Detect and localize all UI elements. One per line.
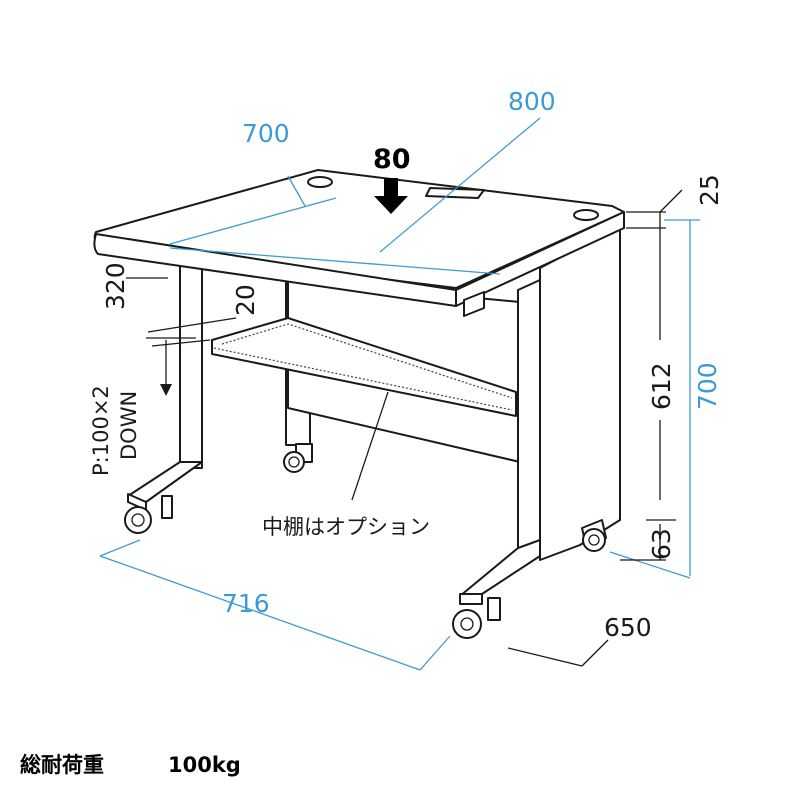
shelf-pitch-line2: DOWN — [117, 391, 141, 460]
desk-illustration — [93, 169, 625, 639]
front-left-caster — [124, 495, 173, 534]
shelf-down-arrow — [160, 384, 172, 396]
dimension-labels: 700 800 716 700 25 612 63 650 320 20 — [101, 87, 724, 642]
dim-total-height: 700 — [693, 362, 722, 410]
dim-shelf-drop: 320 — [101, 262, 130, 310]
front-right-caster — [452, 597, 501, 639]
black-dimension-lines — [126, 189, 683, 667]
shelf-option-note: 中棚はオプション — [262, 515, 430, 539]
dim-shelf-thickness: 20 — [231, 284, 260, 316]
dim-base-depth: 650 — [604, 613, 652, 642]
load-spec-label: 総耐荷重 — [20, 753, 104, 777]
dim-top-depth: 700 — [242, 119, 290, 148]
load-value: 80 — [373, 144, 411, 175]
grommet-hole-left — [307, 176, 333, 188]
front-right-leg — [459, 279, 541, 605]
middle-shelf — [211, 317, 517, 417]
dim-under-height: 612 — [647, 362, 676, 410]
shelf-pitch-label: P:100×2 DOWN — [89, 385, 141, 476]
dim-leg-depth: 716 — [222, 589, 270, 618]
desk-top — [93, 169, 625, 317]
cable-slot — [425, 187, 485, 199]
dim-top-width: 800 — [508, 87, 556, 116]
back-right-leg — [539, 225, 621, 561]
cable-clip — [463, 291, 485, 317]
back-left-caster — [283, 443, 313, 473]
load-spec: 総耐荷重 100kg — [20, 753, 241, 777]
load-spec-value: 100kg — [168, 753, 241, 777]
load-arrow — [374, 178, 408, 214]
back-right-caster — [581, 519, 607, 552]
blue-dimension-lines — [99, 117, 700, 671]
dim-caster-height: 63 — [647, 528, 676, 560]
grommet-hole-right — [573, 209, 599, 221]
shelf-pitch-line1: P:100×2 — [89, 385, 113, 476]
dim-top-thickness: 25 — [695, 174, 724, 206]
